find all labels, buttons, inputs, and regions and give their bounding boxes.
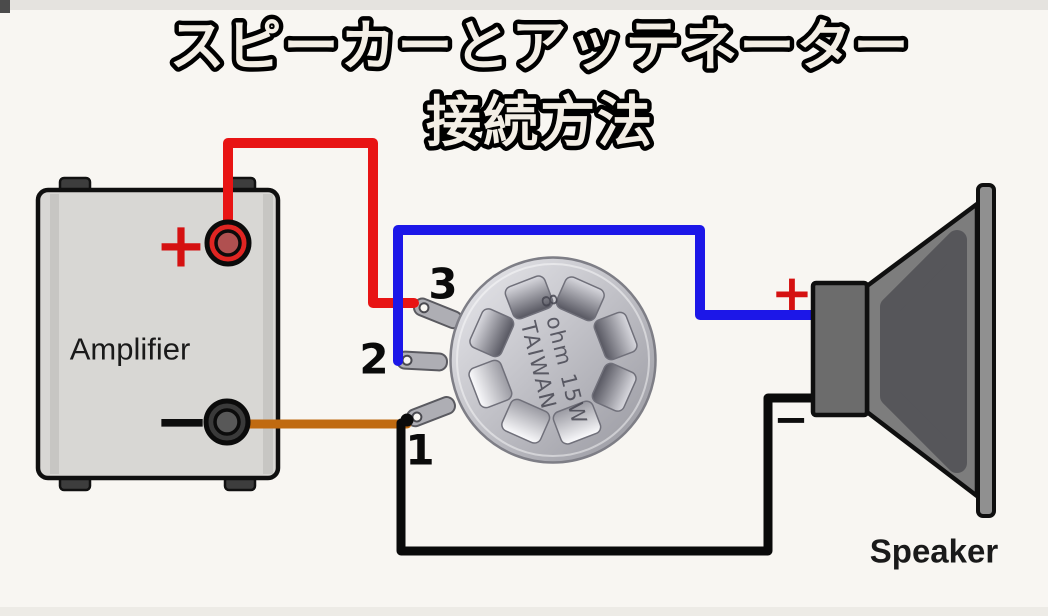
terminal-2-label: 2	[359, 335, 388, 384]
attenuator-lug-2	[395, 350, 449, 372]
attenuator: 8 ohm 15W TAIWAN	[449, 256, 657, 464]
attenuator-body	[449, 256, 657, 464]
diagram-title-line2: 接続方法	[426, 90, 654, 154]
amplifier-left-shade	[50, 194, 59, 474]
amplifier-plus-sign: +	[155, 209, 207, 282]
terminal-1-label: 1	[405, 426, 434, 475]
amplifier-minus-terminal-center	[213, 408, 241, 436]
speaker-cone-inner	[880, 230, 967, 473]
wire-black-negative	[396, 393, 817, 556]
speaker: + − Speaker	[771, 183, 999, 570]
speaker-minus-sign: −	[773, 395, 808, 444]
wire-red-positive	[223, 138, 419, 308]
terminal-1-junction-dot	[400, 413, 414, 427]
bottom-edge-strip	[0, 607, 1048, 616]
speaker-label: Speaker	[870, 533, 999, 570]
terminal-3-label: 3	[428, 260, 457, 309]
amplifier-minus-sign: −	[154, 383, 209, 460]
corner-mark	[0, 0, 10, 13]
attenuator-dimples	[468, 275, 638, 445]
top-edge-strip	[0, 0, 1048, 10]
wire-blue-positive	[393, 225, 816, 366]
attenuator-rim-highlight	[456, 263, 650, 457]
diagram-title-line1: スピーカーとアッテネーター	[169, 14, 910, 78]
amplifier-plus-terminal-center	[214, 229, 242, 257]
speaker-back-plate	[976, 183, 996, 518]
speaker-plus-sign: +	[771, 264, 813, 322]
amplifier-terminals	[203, 219, 252, 446]
speaker-magnet	[810, 280, 870, 418]
amplifier-label: Amplifier	[70, 332, 191, 367]
amplifier-right-shade	[263, 194, 273, 474]
